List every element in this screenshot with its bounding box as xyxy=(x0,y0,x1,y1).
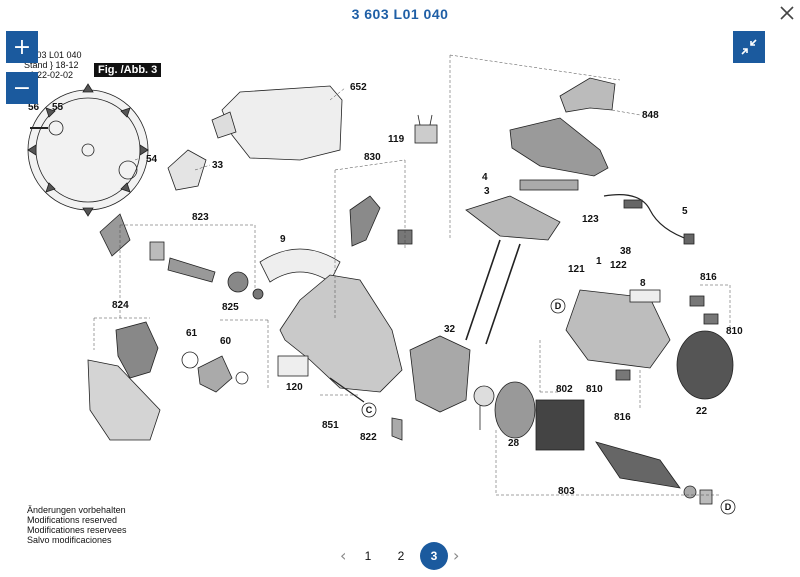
part-label: 816 xyxy=(700,272,717,283)
page-2-button[interactable]: 2 xyxy=(397,549,405,563)
part-label: 38 xyxy=(620,246,632,257)
field-coil xyxy=(535,399,585,451)
part-label: 54 xyxy=(146,154,158,165)
part-label: 4 xyxy=(482,172,488,183)
note-line: Modifications reserved xyxy=(27,515,118,525)
note-line: Änderungen vorbehalten xyxy=(27,505,126,515)
part-label: 652 xyxy=(350,82,367,93)
handle xyxy=(509,117,609,177)
part-label: 122 xyxy=(610,260,627,271)
part-label: 848 xyxy=(642,110,659,121)
part-label: 9 xyxy=(280,234,286,245)
notes-block: Änderungen vorbehalten Modifications res… xyxy=(27,505,127,545)
document-title: 3 603 L01 040 xyxy=(351,6,449,22)
lower-guard xyxy=(87,359,161,441)
part-label: 810 xyxy=(586,384,603,395)
part-label: 802 xyxy=(556,384,573,395)
collapse-arrows-icon xyxy=(741,39,757,55)
note-line: Modificationes reservees xyxy=(27,525,127,535)
saw-blade xyxy=(27,83,149,217)
part-label: 810 xyxy=(726,326,743,337)
figure-label: Fig. /Abb. 3 xyxy=(94,63,162,77)
part-label: 825 xyxy=(222,302,239,313)
connection-marker: C xyxy=(366,405,373,415)
armature xyxy=(595,441,681,489)
end-cap xyxy=(676,330,734,400)
part-label: 61 xyxy=(186,328,198,339)
plus-icon: + xyxy=(12,34,32,60)
handle-cover xyxy=(559,77,616,113)
close-icon xyxy=(780,6,794,20)
note-line: Salvo modificaciones xyxy=(27,535,112,545)
part-label: 28 xyxy=(508,438,520,449)
connection-marker: D xyxy=(725,502,732,512)
part-label: 822 xyxy=(360,432,377,443)
part-label: 56 xyxy=(28,102,40,113)
part-label: 119 xyxy=(388,134,405,145)
part-label: 55 xyxy=(52,102,64,113)
part-label: 830 xyxy=(364,152,381,163)
part-label: 3 xyxy=(484,186,490,197)
part-label: 121 xyxy=(568,264,585,275)
part-label: 824 xyxy=(112,300,129,311)
prev-page-button[interactable]: ‹ xyxy=(340,546,347,565)
revision-number: 3 603 L01 040 xyxy=(24,50,82,60)
motor-flange xyxy=(409,335,471,413)
zoom-in-button[interactable]: + xyxy=(6,31,38,63)
part-label: 816 xyxy=(614,412,631,423)
dust-adapter xyxy=(167,149,207,191)
pagination: ‹ 1 2 3 › xyxy=(0,542,800,570)
part-label: 823 xyxy=(192,212,209,223)
flange-washer xyxy=(48,120,64,136)
part-label: 120 xyxy=(286,382,303,393)
part-label: 851 xyxy=(322,420,339,431)
close-button[interactable] xyxy=(778,4,796,22)
dust-bag xyxy=(221,85,343,161)
part-label: 8 xyxy=(640,278,646,289)
part-label: 5 xyxy=(682,206,688,217)
gear-housing xyxy=(279,274,403,393)
connection-marker: D xyxy=(555,301,562,311)
part-label: 32 xyxy=(444,324,456,335)
next-page-button[interactable]: › xyxy=(453,546,460,565)
zoom-out-button[interactable]: − xyxy=(6,72,38,104)
fit-to-screen-button[interactable] xyxy=(733,31,765,63)
stand-value: 18-12 xyxy=(55,60,79,70)
part-label: 33 xyxy=(212,160,224,171)
part-label: 803 xyxy=(558,486,575,497)
part-label: 60 xyxy=(220,336,232,347)
page-1-button[interactable]: 1 xyxy=(364,549,372,563)
page-3-button[interactable]: 3 xyxy=(420,542,448,570)
minus-icon: − xyxy=(12,75,32,101)
stand-label: Stand xyxy=(24,60,48,70)
part-label: 1 xyxy=(596,256,602,267)
part-label: 22 xyxy=(696,406,708,417)
part-label: 123 xyxy=(582,214,599,225)
clamping-flange xyxy=(118,160,138,180)
revision-date: 22-02-02 xyxy=(37,70,74,80)
